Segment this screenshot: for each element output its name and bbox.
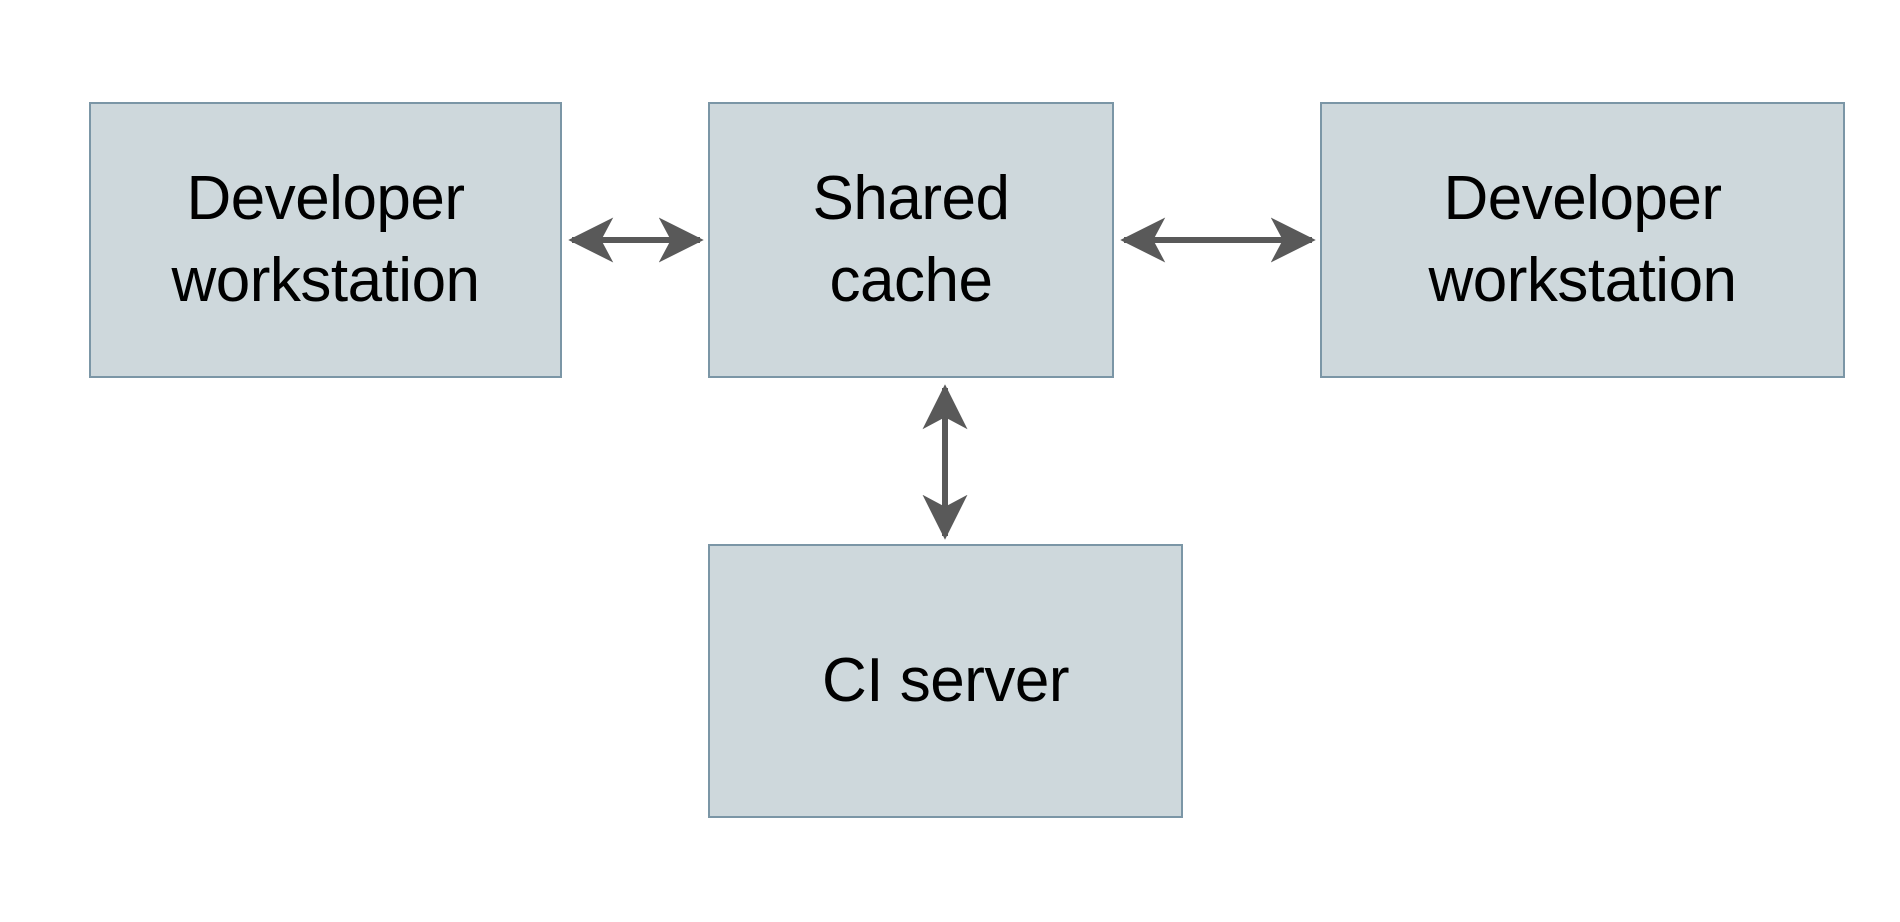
node-label: Developer workstation	[1428, 164, 1737, 315]
node-label: Shared cache	[812, 164, 1010, 315]
node-developer-workstation-right[interactable]: Developer workstation	[1320, 102, 1845, 378]
node-developer-workstation-left[interactable]: Developer workstation	[89, 102, 562, 378]
node-ci-server[interactable]: CI server	[708, 544, 1183, 818]
node-shared-cache[interactable]: Shared cache	[708, 102, 1114, 378]
node-label: CI server	[822, 646, 1069, 716]
node-label: Developer workstation	[171, 164, 480, 315]
